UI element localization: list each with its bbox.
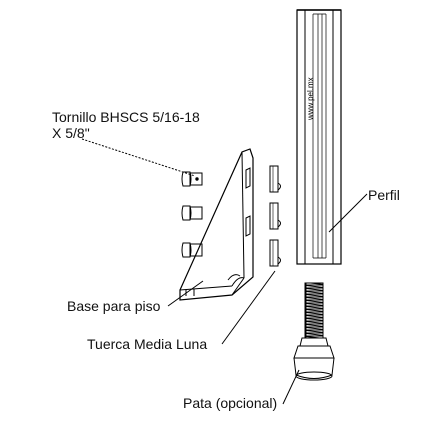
bolt-label-line-2: X 5/8" [52, 125, 90, 141]
t-nut-middle [269, 202, 281, 230]
base-label: Base para piso [67, 298, 161, 314]
nut-label: Tuerca Media Luna [87, 336, 208, 352]
leader-profile [328, 193, 368, 233]
bolt-middle [181, 205, 203, 221]
bolt-label: Tornillo BHSCS 5/16-18 X 5/8" [52, 109, 200, 141]
profile-label: Perfil [368, 187, 400, 203]
bolt-top [181, 171, 203, 187]
leveling-foot [293, 282, 335, 381]
leader-nut [221, 270, 276, 345]
leader-foot [282, 369, 300, 405]
bolt-bottom [181, 242, 203, 258]
foot-label: Pata (opcional) [183, 395, 278, 411]
profile-extrusion: www.pel.mx [296, 9, 342, 265]
leader-bolt [81, 138, 196, 177]
t-nut-top [269, 165, 281, 193]
floor-base-bracket [179, 148, 254, 301]
leader-base [167, 280, 204, 307]
t-nut-bottom [269, 239, 281, 267]
bolt-label-line-1: Tornillo BHSCS 5/16-18 [52, 109, 200, 125]
website-watermark: www.pel.mx [306, 77, 315, 121]
